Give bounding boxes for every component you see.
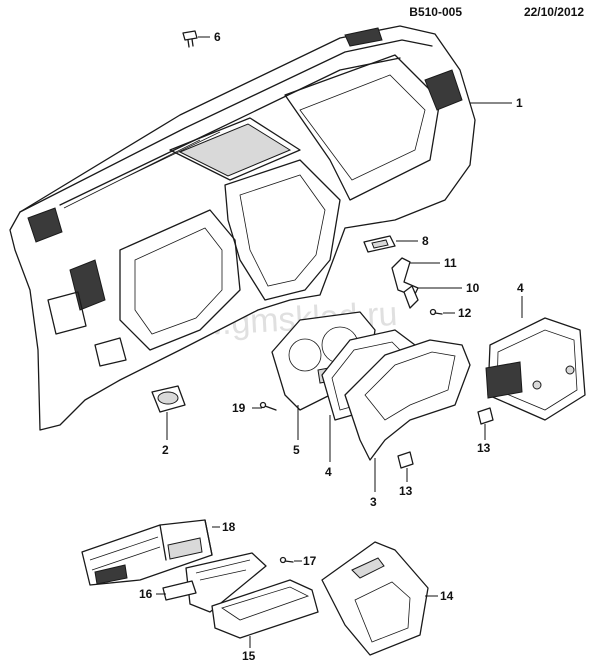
switch-button-drawing (397, 407, 494, 469)
callout-13b: 13 (399, 484, 413, 498)
diagram-date: 22/10/2012 (524, 5, 584, 19)
storage-compartment-drawing (321, 541, 429, 656)
center-console-drawing (485, 317, 586, 421)
bracket-drawing (391, 257, 419, 309)
callout-5: 5 (293, 443, 300, 457)
callout-2: 2 (162, 443, 169, 457)
clip-drawing (182, 30, 198, 48)
instrument-panel-drawing (9, 25, 476, 431)
callout-8: 8 (422, 234, 429, 248)
screw-17-drawing (279, 556, 294, 564)
callout-12: 12 (458, 306, 472, 320)
callout-15: 15 (242, 649, 256, 663)
callout-9: 6 (214, 30, 221, 44)
radio-unit-drawing (81, 519, 213, 586)
diagram-code: B510-005 (409, 5, 462, 19)
callout-17: 17 (303, 554, 317, 568)
callout-1: 1 (516, 96, 523, 110)
callout-3: 3 (370, 495, 377, 509)
callout-13a: 13 (477, 441, 491, 455)
callout-18: 18 (222, 520, 236, 534)
headlamp-switch-drawing (151, 385, 186, 413)
callout-19: 19 (232, 401, 246, 415)
screw-12-drawing (429, 308, 443, 316)
callout-4: 4 (325, 465, 332, 479)
callout-6: 4 (517, 281, 524, 295)
tray-insert-drawing (162, 552, 267, 613)
callout-16: 16 (139, 587, 153, 601)
screw-19-drawing (259, 401, 277, 411)
cluster-bezel-drawing (344, 339, 471, 461)
callout-11: 11 (444, 256, 457, 270)
callout-10: 10 (466, 281, 480, 295)
lower-tray-drawing (211, 579, 319, 639)
callout-14: 14 (440, 589, 454, 603)
switch-housing-drawing (363, 235, 396, 253)
